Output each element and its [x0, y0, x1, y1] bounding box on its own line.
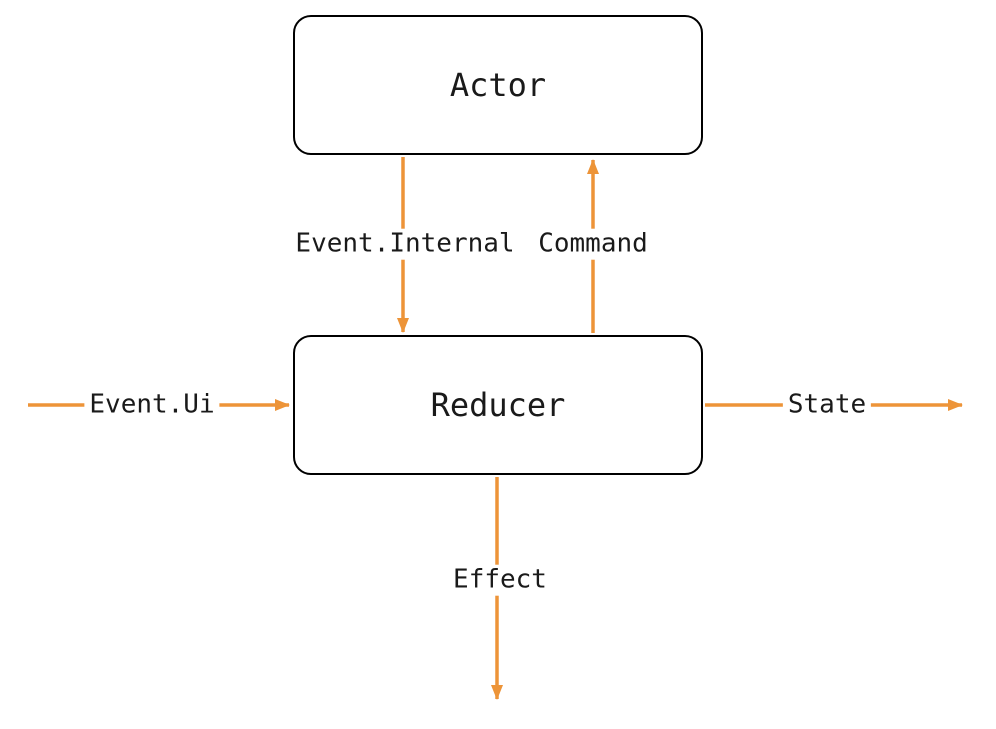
state-label: State	[782, 389, 872, 421]
command-label: Command	[533, 228, 653, 260]
effect-label: Effect	[448, 564, 552, 596]
actor-node: Actor	[293, 15, 703, 155]
reducer-node-label: Reducer	[430, 386, 566, 424]
reducer-node: Reducer	[293, 335, 703, 475]
event-ui-label: Event.Ui	[84, 389, 220, 421]
event-internal-label: Event.Internal	[290, 228, 520, 260]
actor-node-label: Actor	[449, 66, 547, 104]
